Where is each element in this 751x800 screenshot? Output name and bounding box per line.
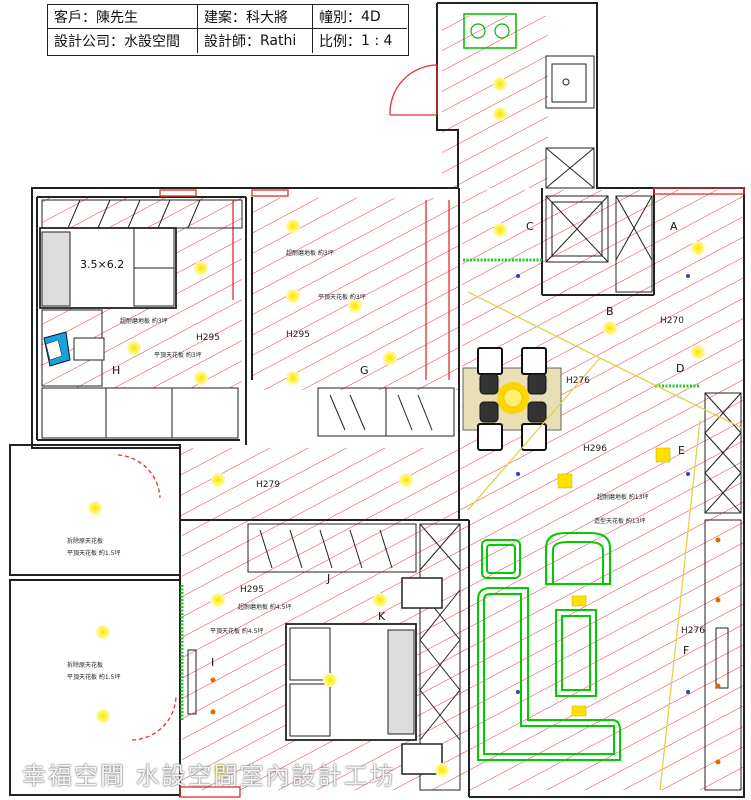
room-tag-g: G xyxy=(360,364,369,377)
client-cell: 客戶 陳先生 xyxy=(48,5,198,29)
demolition-note: 拆除原天花板 xyxy=(67,662,104,669)
computer-desk-icon xyxy=(43,331,71,367)
company-label: 設計公司 xyxy=(54,31,124,51)
unit-label: 幢別 xyxy=(319,7,361,27)
height-label: H295 xyxy=(196,333,220,343)
bed-size-label: 3.5×6.2 xyxy=(80,258,125,271)
room-tag-f: F xyxy=(683,644,690,657)
dining-table xyxy=(462,347,562,451)
room-tag-h: H xyxy=(112,364,121,377)
room-tag-j: J xyxy=(327,572,331,585)
designer-value: Rathi xyxy=(260,33,297,49)
ceiling-outline xyxy=(467,291,743,791)
wall-sockets xyxy=(210,537,721,765)
height-label: H270 xyxy=(660,316,684,326)
room-tag-a: A xyxy=(670,220,678,233)
company-cell: 設計公司 水設空間 xyxy=(48,29,198,53)
floor-note: 超耐磨地板 約3坪 xyxy=(120,318,168,325)
unit-value: 4D xyxy=(361,8,381,25)
coffee-table xyxy=(555,609,597,697)
room-tag-e: E xyxy=(678,444,685,457)
ceiling-note: 平頂天花板 約1.5坪 xyxy=(67,550,121,557)
ceiling-note: 平頂天花板 約4.5坪 xyxy=(210,628,264,635)
height-label: H276 xyxy=(566,376,590,386)
unit-cell: 幢別 4D xyxy=(313,5,407,29)
watermark: 幸福空間 水設空間室內設計工坊 xyxy=(22,762,396,790)
height-label: H296 xyxy=(583,444,607,454)
room-tag-d: D xyxy=(676,362,685,375)
designer-cell: 設計師 Rathi xyxy=(198,29,313,53)
walls xyxy=(9,2,745,798)
height-label: H276 xyxy=(681,626,705,636)
openings xyxy=(117,64,745,798)
floor-note: 超耐磨地板 約13坪 xyxy=(597,494,649,501)
client-value: 陳先生 xyxy=(96,9,138,26)
green-dividers xyxy=(180,258,700,720)
master-bedroom-furniture xyxy=(187,523,461,791)
project-value: 科大將 xyxy=(246,9,288,26)
ceiling-note: 平頂天花板 約3坪 xyxy=(154,352,202,359)
ceiling-note: 造型天花板 約13坪 xyxy=(594,518,646,525)
room-g-furniture xyxy=(317,387,455,437)
room-tag-k: K xyxy=(378,610,386,623)
project-cell: 建案 科大將 xyxy=(198,5,313,29)
ceiling-note: 平頂天花板 約3坪 xyxy=(318,294,366,301)
project-label: 建案 xyxy=(204,7,246,27)
floor-note: 超耐磨地板 約3坪 xyxy=(286,250,334,257)
stove-icon xyxy=(463,13,517,49)
company-value: 水設空間 xyxy=(124,34,180,50)
recessed-lights xyxy=(557,447,671,717)
right-cabinets xyxy=(704,392,742,791)
demolition-note: 拆除原天花板 xyxy=(67,538,104,545)
kitchen-fixtures xyxy=(545,55,653,293)
room-tag-i: I xyxy=(211,656,215,669)
height-label: H295 xyxy=(286,330,310,340)
floor-note: 超耐磨地板 約4.5坪 xyxy=(238,604,292,611)
ceiling-note: 平頂天花板 約1.5坪 xyxy=(67,674,121,681)
blue-points xyxy=(516,274,690,694)
living-sofas xyxy=(477,532,621,761)
scale-value: 1 : 4 xyxy=(361,33,393,49)
room-h-furniture xyxy=(39,199,243,439)
height-label: H279 xyxy=(256,480,280,490)
scale-cell: 比例 1 : 4 xyxy=(313,29,407,53)
designer-label: 設計師 xyxy=(204,31,260,51)
ceiling-lights xyxy=(88,77,705,777)
height-label: H295 xyxy=(240,585,264,595)
scale-label: 比例 xyxy=(319,31,361,51)
title-block: 客戶 陳先生 建案 科大將 幢別 4D 設計公司 水設空間 設計師 Rathi … xyxy=(47,4,409,56)
room-tag-c: C xyxy=(526,220,534,233)
room-tag-b: B xyxy=(606,305,614,318)
client-label: 客戶 xyxy=(54,7,96,27)
